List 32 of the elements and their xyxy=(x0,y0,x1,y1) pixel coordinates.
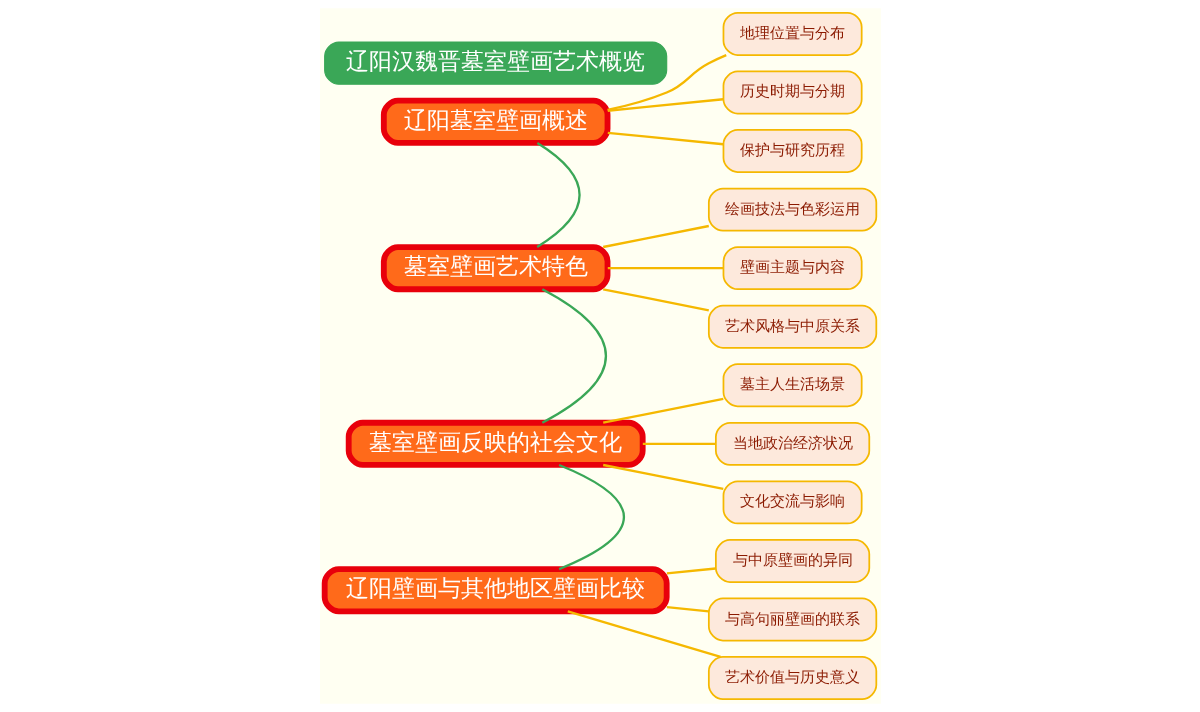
node-box: 壁画主题与内容 xyxy=(722,246,863,291)
node-box: 艺术价值与历史意义 xyxy=(707,656,877,701)
node-box: 地理位置与分布 xyxy=(722,11,863,56)
node-box: 墓主人生活场景 xyxy=(722,363,863,408)
node-box: 历史时期与分期 xyxy=(722,70,863,115)
connector xyxy=(666,605,709,613)
node-box: 与中原壁画的异同 xyxy=(714,539,870,583)
connector xyxy=(607,267,723,270)
connector xyxy=(541,288,607,424)
node-box: 辽阳墓室壁画概述 xyxy=(380,97,610,146)
connector xyxy=(642,442,716,445)
node-box: 与高句丽壁画的联系 xyxy=(707,597,877,642)
node-box: 墓室壁画反映的社会文化 xyxy=(345,419,646,468)
connector xyxy=(602,463,724,490)
connector xyxy=(602,224,709,249)
node-box: 艺术风格与中原关系 xyxy=(707,304,877,349)
node-box: 绘画技法与色彩运用 xyxy=(707,187,877,232)
node-box: 墓室壁画艺术特色 xyxy=(380,244,610,293)
connector xyxy=(536,142,581,248)
connector xyxy=(607,131,723,146)
connector xyxy=(666,567,716,575)
connector xyxy=(602,288,709,312)
node-box: 辽阳汉魏晋墓室壁画艺术概览 xyxy=(323,41,667,85)
node-box: 辽阳壁画与其他地区壁画比较 xyxy=(321,566,670,615)
connector xyxy=(558,463,625,571)
node-box: 保护与研究历程 xyxy=(722,129,863,173)
connector xyxy=(602,397,724,424)
node-box: 文化交流与影响 xyxy=(722,480,863,525)
connector xyxy=(606,54,727,111)
connector xyxy=(566,610,721,659)
connector xyxy=(607,98,723,112)
node-box: 当地政治经济状况 xyxy=(714,421,870,466)
